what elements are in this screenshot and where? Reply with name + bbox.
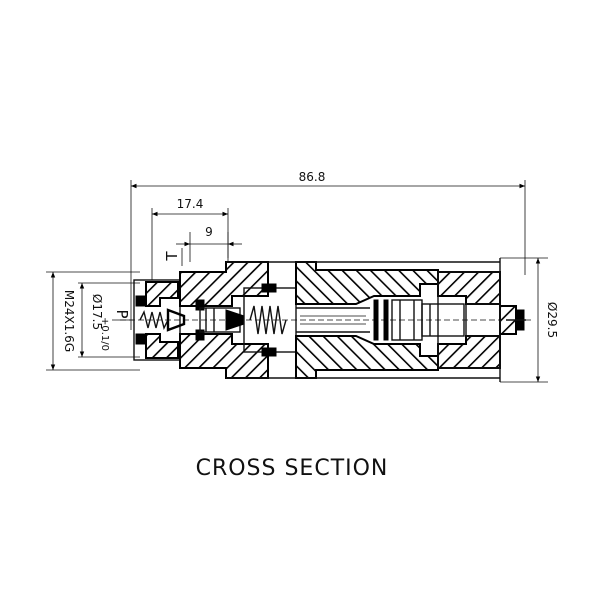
caption: CROSS SECTION (196, 456, 389, 481)
bore-tolerance-label: +0.1/0 (99, 317, 110, 351)
overall-length-label: 86.8 (299, 170, 326, 184)
bore-label: Ø17.5 (90, 294, 104, 330)
dimension-thread: M24X1.6G (46, 271, 140, 371)
dimension-bore: Ø17.5 +0.1/0 (78, 282, 140, 358)
pressure-port-label: P (113, 309, 131, 318)
pressure-port-marker: P (112, 309, 134, 321)
tank-port-marker: T (163, 248, 183, 266)
dimension-outer-diameter: Ø29.5 (500, 257, 559, 383)
dimension-9: 9 (176, 225, 242, 262)
valve-body (120, 258, 532, 382)
outer-diameter-label: Ø29.5 (545, 302, 559, 338)
dimension-overall-length: 86.8 (130, 170, 526, 330)
dim-17-4-label: 17.4 (177, 197, 204, 211)
dim-9-label: 9 (205, 225, 213, 239)
thread-label: M24X1.6G (62, 290, 76, 352)
tank-port-label: T (163, 251, 181, 262)
nose-outline (133, 279, 181, 361)
